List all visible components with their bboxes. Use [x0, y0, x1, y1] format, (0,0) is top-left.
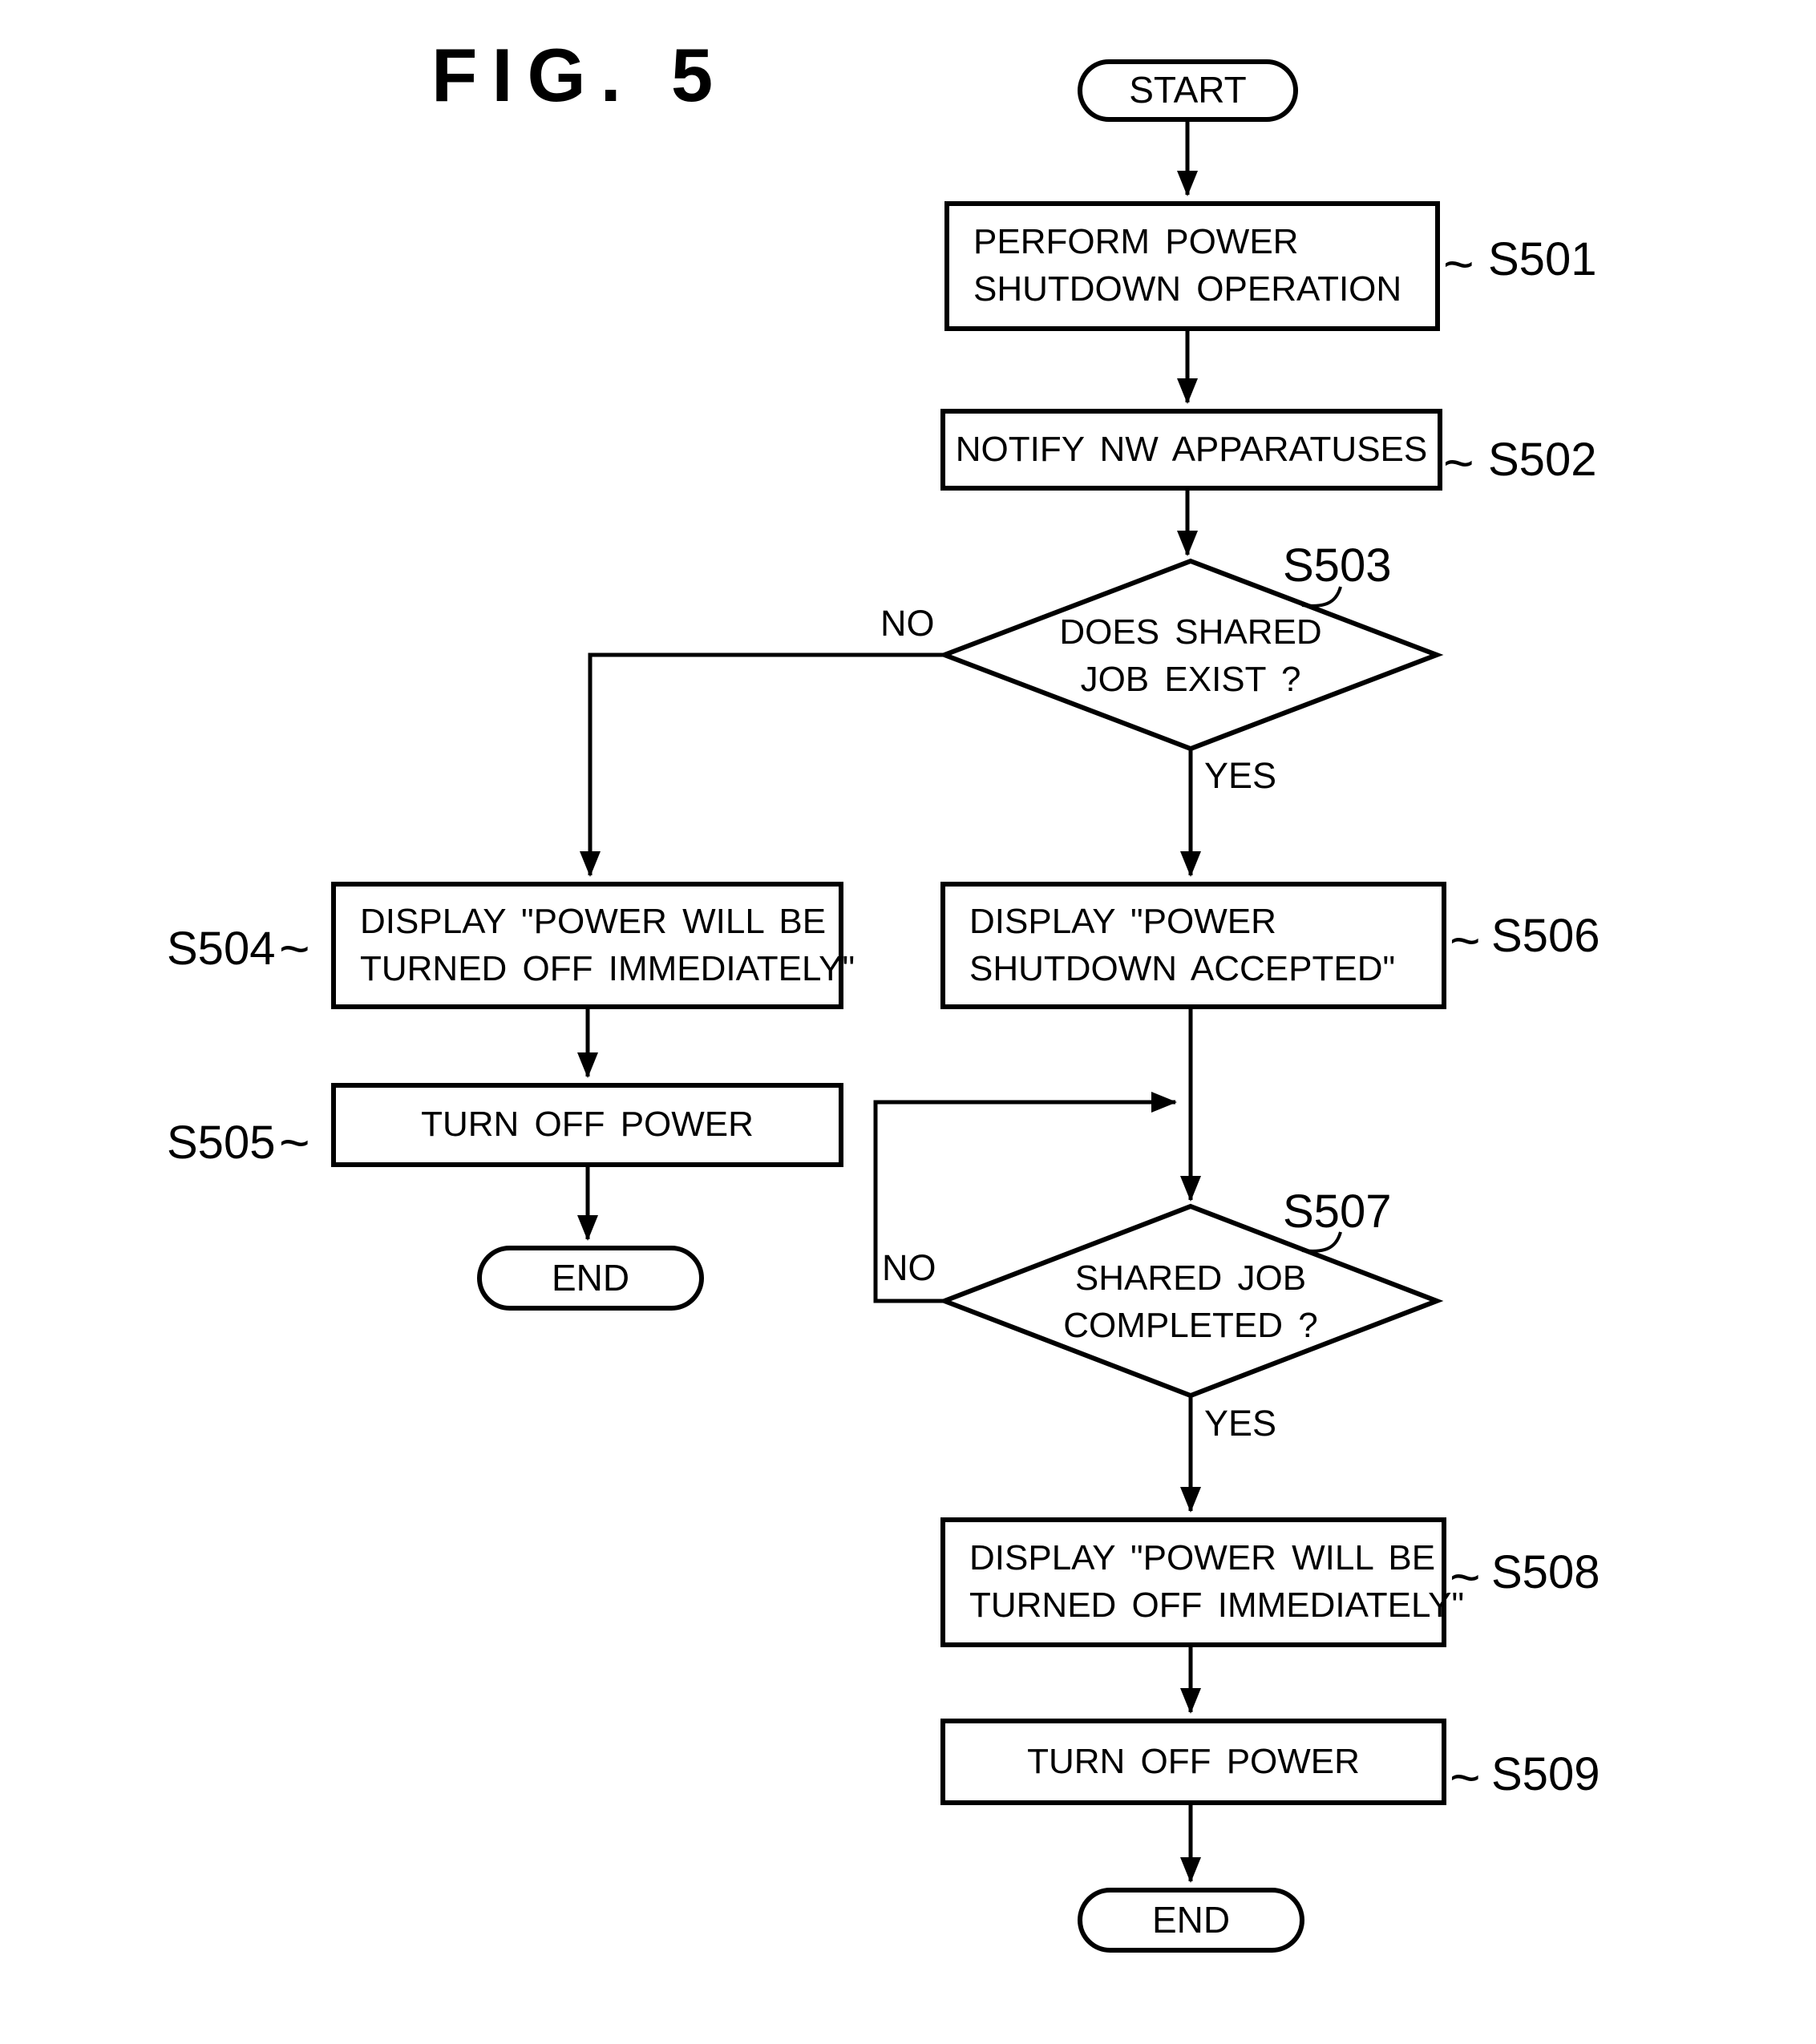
process-s509-text: TURN OFF POWER: [1027, 1741, 1360, 1781]
end-right-label: END: [1151, 1898, 1231, 1941]
process-s506-line1: DISPLAY "POWER: [969, 901, 1276, 941]
process-s508-line2: TURNED OFF IMMEDIATELY": [969, 1586, 1465, 1625]
s503-label-leader: [1301, 586, 1342, 608]
decision-s503-line1: DOES SHARED: [1059, 612, 1322, 652]
decision-s503-line2: JOB EXIST ?: [1080, 659, 1301, 699]
decision-s507-line2: COMPLETED ?: [1063, 1305, 1318, 1345]
s502-tilde-connector: ~: [1443, 433, 1474, 492]
branch-s503-no: NO: [880, 603, 935, 644]
branch-s507-yes: YES: [1204, 1403, 1277, 1444]
step-label-s504: S504: [167, 923, 276, 975]
process-s504-line2: TURNED OFF IMMEDIATELY": [360, 948, 855, 988]
end-terminal-right: END: [1078, 1888, 1304, 1953]
process-s504: DISPLAY "POWER WILL BE TURNED OFF IMMEDI…: [331, 882, 855, 1009]
decision-s507-line1: SHARED JOB: [1074, 1258, 1307, 1298]
arrow-s503-no-s504: [580, 652, 944, 877]
start-terminal: START: [1078, 59, 1298, 122]
s507-label-leader: [1301, 1231, 1342, 1253]
arrow-s507-no-loopback: [873, 1092, 1177, 1303]
step-label-s503: S503: [1283, 539, 1392, 592]
process-s501-line1: PERFORM POWER: [973, 222, 1299, 262]
s505-tilde-connector: ~: [279, 1113, 310, 1172]
process-s508-line1: DISPLAY "POWER WILL BE: [969, 1538, 1436, 1578]
decision-s507: SHARED JOB COMPLETED ?: [1030, 1255, 1351, 1350]
figure-title: FIG. 5: [431, 33, 728, 117]
process-s508: DISPLAY "POWER WILL BE TURNED OFF IMMEDI…: [940, 1517, 1464, 1647]
s507-diamond: [937, 1203, 1444, 1399]
process-s505-text: TURN OFF POWER: [421, 1105, 754, 1145]
step-label-s506: S506: [1491, 910, 1600, 962]
process-s506-line2: SHUTDOWN ACCEPTED": [969, 948, 1396, 988]
step-label-s505: S505: [167, 1117, 276, 1169]
branch-s507-no: NO: [882, 1247, 936, 1288]
branch-s503-yes: YES: [1204, 755, 1277, 796]
process-s502-text: NOTIFY NW APPARATUSES: [955, 429, 1428, 469]
step-label-s501: S501: [1488, 233, 1597, 285]
end-left-label: END: [551, 1256, 630, 1299]
process-s501: PERFORM POWER SHUTDOWN OPERATION: [944, 201, 1440, 331]
process-s509: TURN OFF POWER: [940, 1719, 1446, 1805]
process-s506: DISPLAY "POWER SHUTDOWN ACCEPTED": [940, 882, 1446, 1009]
s508-tilde-connector: ~: [1450, 1547, 1481, 1606]
s509-tilde-connector: ~: [1450, 1747, 1481, 1807]
decision-s503: DOES SHARED JOB EXIST ?: [1030, 609, 1351, 704]
s504-tilde-connector: ~: [279, 919, 310, 978]
step-label-s509: S509: [1491, 1748, 1600, 1800]
step-label-s507: S507: [1283, 1186, 1392, 1238]
process-s505: TURN OFF POWER: [331, 1083, 843, 1167]
s503-diamond: [937, 558, 1444, 752]
process-s502: NOTIFY NW APPARATUSES: [940, 409, 1442, 491]
process-s504-line1: DISPLAY "POWER WILL BE: [360, 901, 827, 941]
s506-tilde-connector: ~: [1450, 911, 1481, 970]
start-label: START: [1129, 69, 1247, 111]
step-label-s508: S508: [1491, 1546, 1600, 1598]
end-terminal-left: END: [477, 1246, 704, 1311]
step-label-s502: S502: [1488, 434, 1597, 486]
s501-tilde-connector: ~: [1443, 234, 1474, 293]
process-s501-line2: SHUTDOWN OPERATION: [973, 269, 1402, 309]
